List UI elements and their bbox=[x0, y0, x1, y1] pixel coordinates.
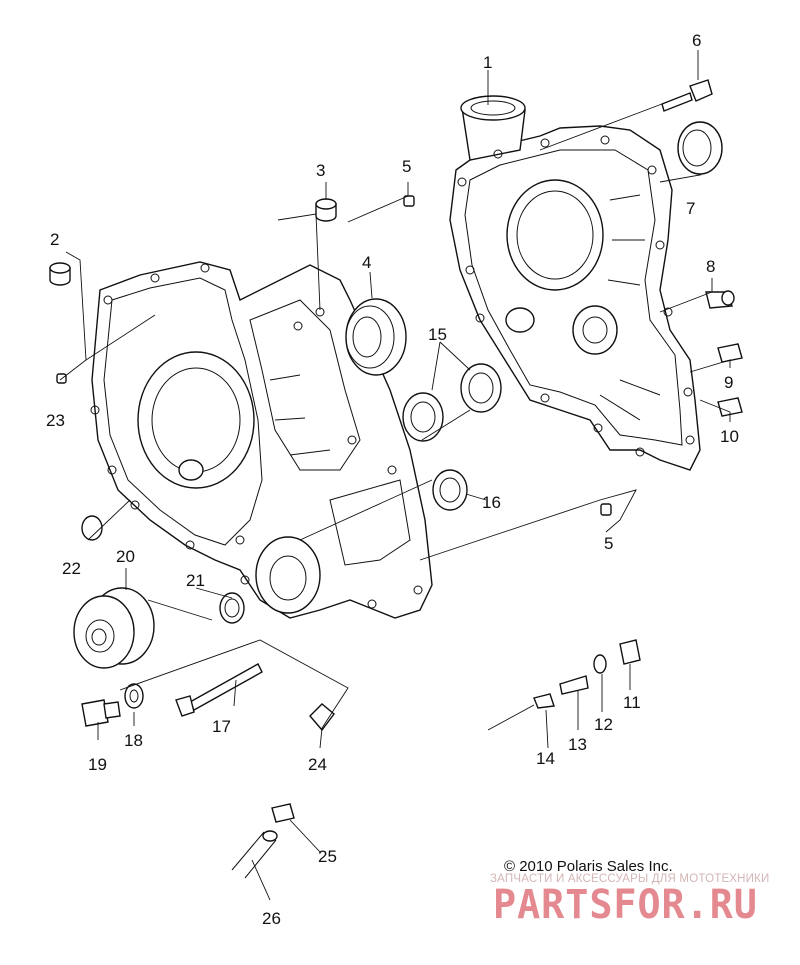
callout-5-bottom: 5 bbox=[604, 534, 613, 553]
watermark-logo: PARTSFOR.RU bbox=[493, 882, 758, 928]
part-2-sleeve bbox=[49, 262, 71, 286]
callout-23: 23 bbox=[46, 411, 65, 430]
callout-14: 14 bbox=[536, 749, 555, 768]
part-13-spring bbox=[559, 675, 589, 695]
part-4-bearing bbox=[345, 298, 407, 376]
callout-20: 20 bbox=[116, 547, 135, 566]
part-15-bearings bbox=[402, 363, 502, 442]
part-25-sleeve bbox=[271, 803, 295, 823]
callout-25: 25 bbox=[318, 847, 337, 866]
callout-4: 4 bbox=[362, 253, 371, 272]
part-22-plug bbox=[81, 515, 103, 541]
right-crankcase-half bbox=[449, 95, 701, 471]
part-9-fitting bbox=[717, 343, 743, 363]
callout-9: 9 bbox=[724, 373, 733, 392]
part-8-plug bbox=[705, 290, 735, 309]
callout-6: 6 bbox=[692, 31, 701, 50]
part-6-bolt bbox=[661, 79, 713, 112]
watermark-tagline: ЗАПЧАСТИ И АКСЕССУАРЫ ДЛЯ МОТОТЕХНИКИ bbox=[490, 873, 770, 885]
part-19-plug bbox=[81, 699, 121, 727]
part-20-rotor bbox=[73, 587, 155, 669]
callout-numbers: 1 2 3 4 5 5 6 7 8 9 10 11 12 13 14 15 16… bbox=[46, 31, 739, 928]
part-5-pins bbox=[403, 195, 612, 516]
callout-7: 7 bbox=[686, 199, 695, 218]
callout-10: 10 bbox=[720, 427, 739, 446]
callout-17: 17 bbox=[212, 717, 231, 736]
callout-26: 26 bbox=[262, 909, 281, 928]
part-24-fitting bbox=[309, 703, 335, 732]
left-crankcase-half bbox=[90, 261, 433, 619]
leader-lines bbox=[59, 50, 731, 901]
callout-12: 12 bbox=[594, 715, 613, 734]
part-12-washer bbox=[593, 654, 607, 674]
part-7-seal bbox=[677, 121, 723, 175]
callout-1: 1 bbox=[483, 53, 492, 72]
callout-24: 24 bbox=[308, 755, 327, 774]
callout-19: 19 bbox=[88, 755, 107, 774]
part-11-bolt bbox=[619, 639, 641, 665]
callout-5-top: 5 bbox=[402, 157, 411, 176]
part-18-washer bbox=[124, 683, 144, 709]
callout-15: 15 bbox=[428, 325, 447, 344]
part-14-plunger bbox=[533, 693, 555, 709]
part-17-bolt bbox=[175, 663, 263, 717]
part-16-bearing bbox=[432, 469, 468, 511]
callout-18: 18 bbox=[124, 731, 143, 750]
part-26-tube bbox=[231, 830, 278, 879]
callout-8: 8 bbox=[706, 257, 715, 276]
callout-11: 11 bbox=[623, 693, 641, 712]
copyright-notice: © 2010 Polaris Sales Inc. bbox=[504, 858, 673, 875]
part-10-fitting bbox=[717, 397, 743, 417]
part-21-seal bbox=[219, 592, 245, 624]
callout-3: 3 bbox=[316, 161, 325, 180]
callout-13: 13 bbox=[568, 735, 587, 754]
part-3-dowel bbox=[315, 198, 337, 222]
callout-21: 21 bbox=[186, 571, 205, 590]
callout-16: 16 bbox=[482, 493, 501, 512]
callout-2: 2 bbox=[50, 230, 59, 249]
callout-22: 22 bbox=[62, 559, 81, 578]
